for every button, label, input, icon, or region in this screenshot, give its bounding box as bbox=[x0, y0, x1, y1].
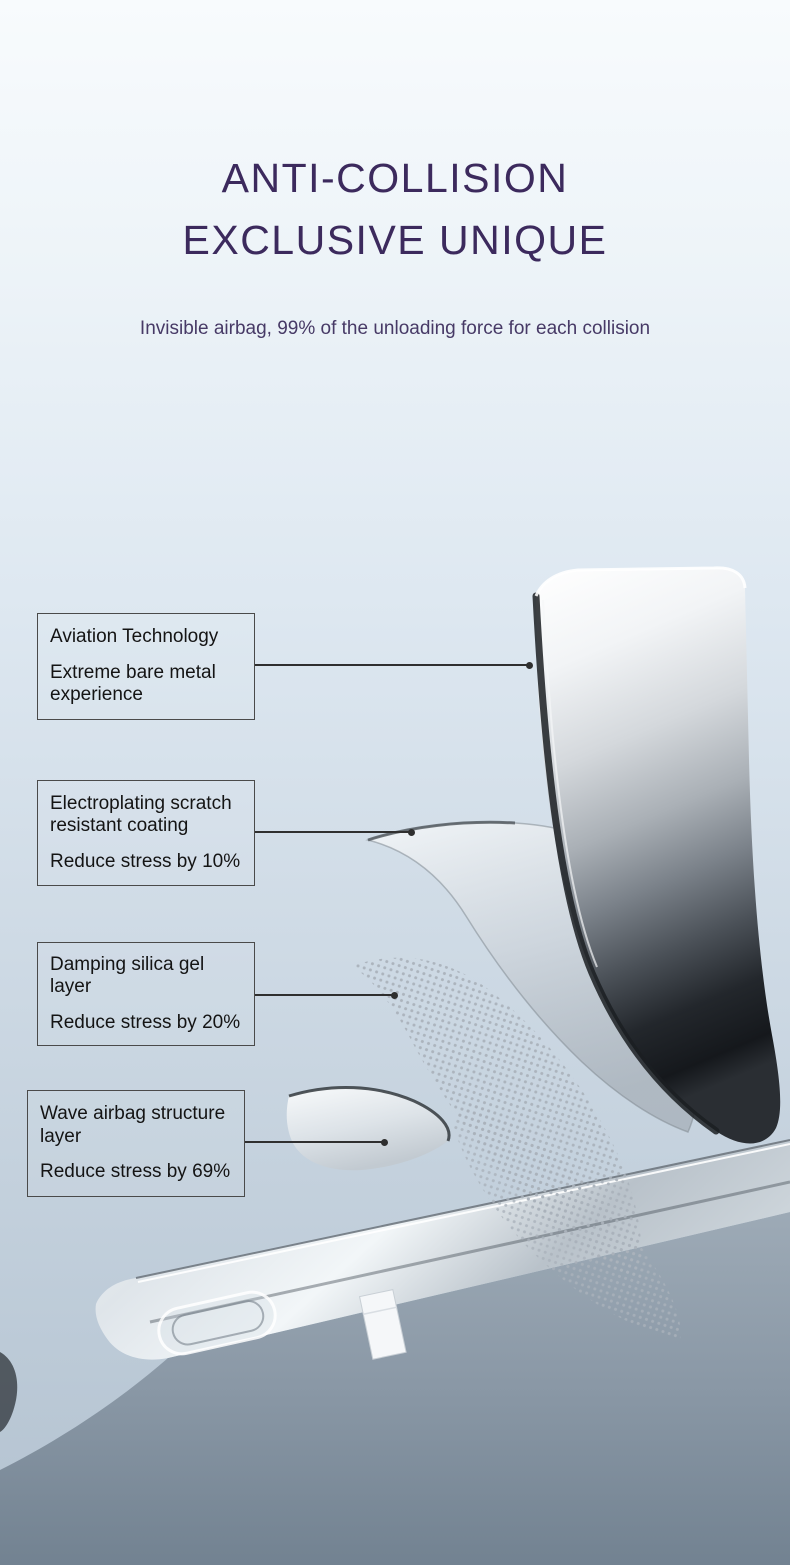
leader-line-wave bbox=[245, 1139, 388, 1146]
damping-mesh-layer-lower bbox=[452, 1100, 681, 1340]
callout-desc: Reduce stress by 69% bbox=[40, 1161, 231, 1183]
leader-dot bbox=[408, 829, 415, 836]
frame-edge-line bbox=[135, 1139, 790, 1279]
callout-title: Wave airbag structure layer bbox=[40, 1103, 226, 1147]
white-tag bbox=[358, 1289, 407, 1360]
wave-airbag-flap bbox=[286, 1087, 450, 1171]
headline-line-2: EXCLUSIVE UNIQUE bbox=[182, 217, 608, 263]
frame-inner-line bbox=[149, 1180, 790, 1324]
callout-title: Aviation Technology bbox=[50, 626, 219, 648]
camera-cutout-ring bbox=[157, 1290, 277, 1356]
coating-edge-line bbox=[367, 820, 516, 842]
leader-dot bbox=[391, 992, 398, 999]
callout-damping-silica-gel: Damping silica gel layer Reduce stress b… bbox=[37, 942, 255, 1046]
leader-line-electroplating bbox=[255, 829, 415, 836]
flap-edge-line bbox=[288, 1085, 451, 1142]
callout-aviation-technology: Aviation Technology Extreme bare metal e… bbox=[37, 613, 255, 720]
headline-line-1: ANTI-COLLISION bbox=[221, 155, 569, 201]
mirror-shell-layer bbox=[536, 567, 781, 1144]
subtitle: Invisible airbag, 99% of the unloading f… bbox=[139, 318, 651, 339]
left-edge-shadow bbox=[0, 1352, 18, 1432]
leader-line-damping bbox=[255, 992, 398, 999]
callout-wave-airbag-structure: Wave airbag structure layer Reduce stres… bbox=[27, 1090, 245, 1197]
frame-highlight-line bbox=[137, 1143, 790, 1283]
callout-title: Damping silica gel layer bbox=[50, 953, 205, 998]
leader-line-aviation bbox=[255, 662, 533, 669]
callout-electroplating-coating: Electroplating scratch resistant coating… bbox=[37, 780, 255, 886]
callout-desc: Reduce stress by 20% bbox=[50, 1011, 241, 1033]
shell-rim-dark bbox=[532, 592, 720, 1135]
leader-dot bbox=[526, 662, 533, 669]
callout-title: Electroplating scratch resistant coating bbox=[50, 792, 232, 837]
shell-top-highlight bbox=[534, 566, 747, 597]
leader-dot bbox=[381, 1139, 388, 1146]
callout-desc: Reduce stress by 10% bbox=[50, 850, 241, 872]
callout-desc: Extreme bare metal experience bbox=[50, 661, 216, 706]
shell-rim-highlight bbox=[542, 599, 598, 968]
